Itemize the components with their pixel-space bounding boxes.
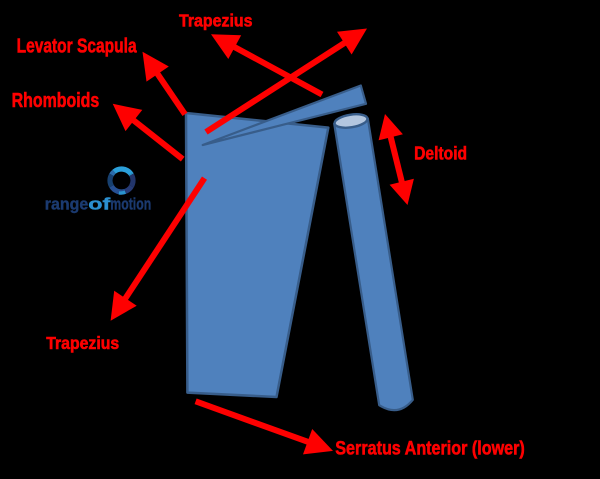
svg-text:Deltoid: Deltoid	[414, 143, 467, 164]
svg-text:range: range	[45, 195, 89, 214]
svg-text:Rhomboids: Rhomboids	[12, 90, 100, 112]
svg-text:of: of	[88, 195, 110, 214]
svg-text:Trapezius: Trapezius	[46, 333, 119, 353]
svg-text:Serratus Anterior (lower): Serratus Anterior (lower)	[335, 437, 525, 459]
svg-text:motion: motion	[110, 195, 151, 214]
svg-text:Levator Scapula: Levator Scapula	[17, 35, 138, 57]
svg-text:Trapezius: Trapezius	[179, 10, 253, 30]
